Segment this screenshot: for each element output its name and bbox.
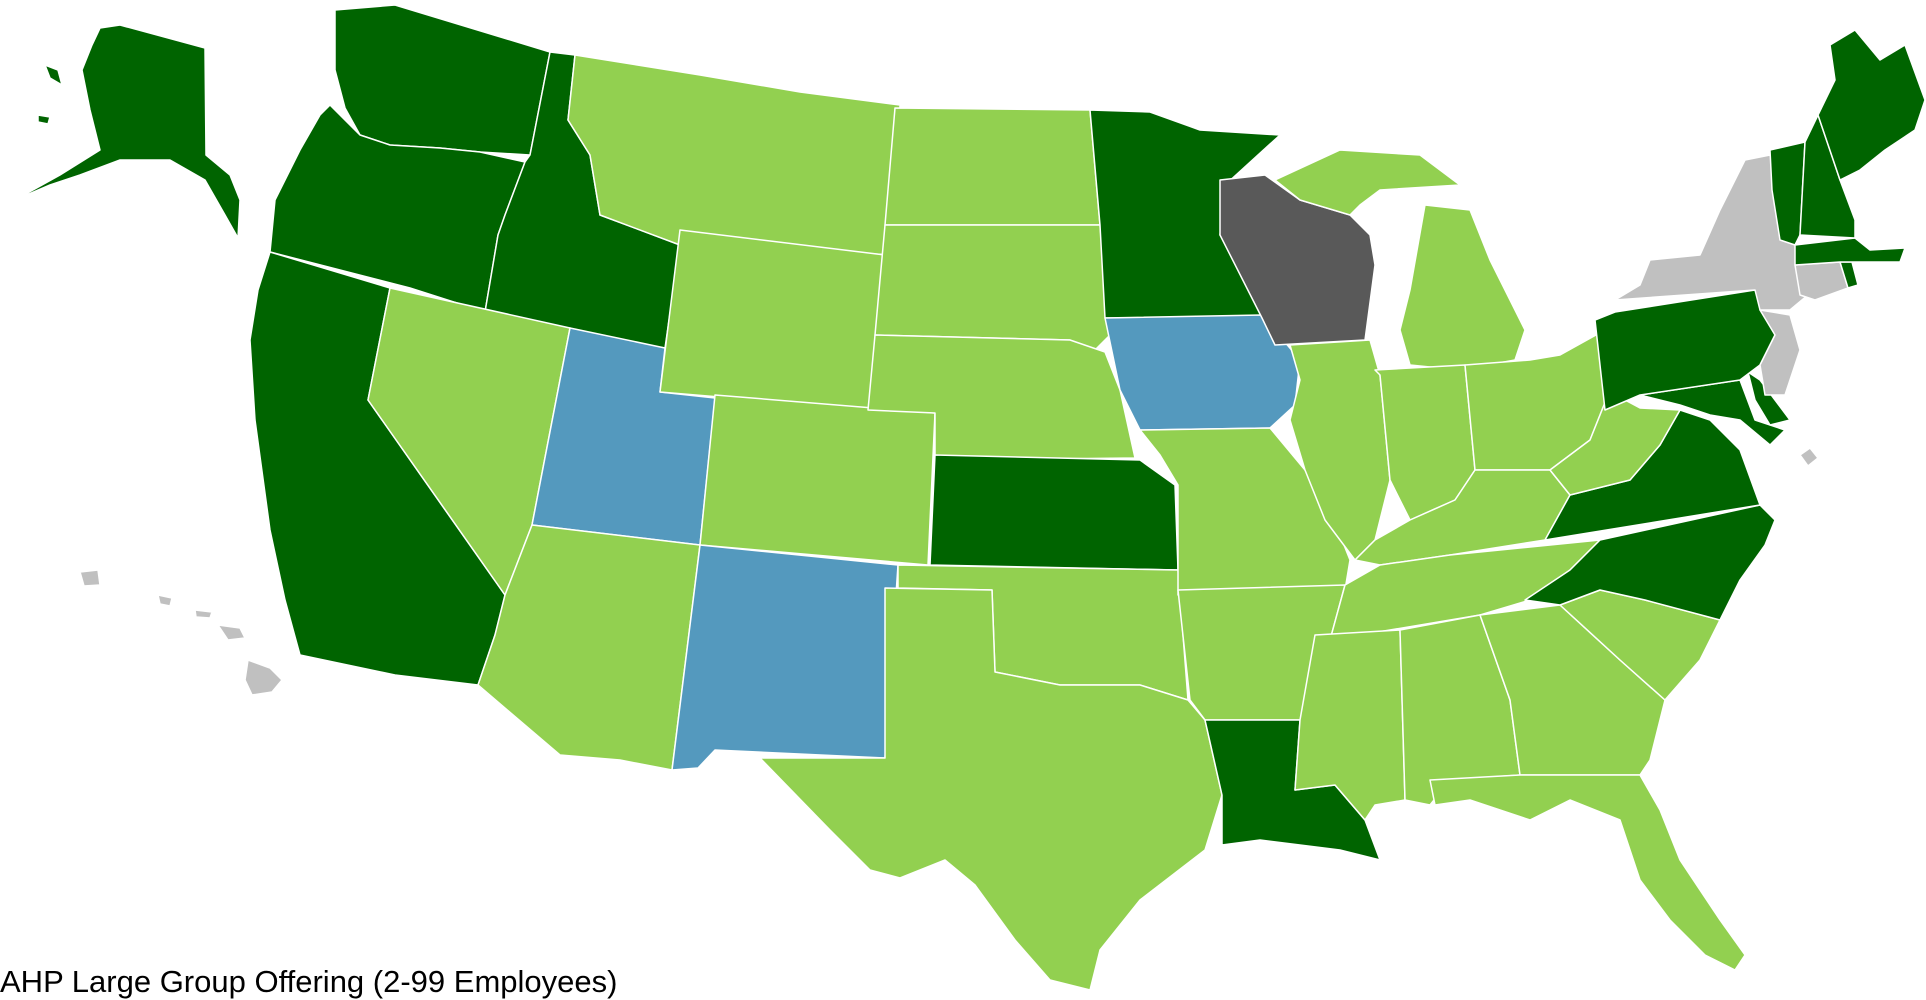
state-AK-island [37,114,51,125]
state-HI-big-island [244,659,283,696]
state-FL [1429,774,1746,971]
state-NC [1524,504,1776,621]
state-NM [671,544,899,771]
state-CT [1794,261,1849,301]
state-DE [1747,371,1791,426]
state-WA [334,4,551,156]
state-CO [699,394,936,566]
state-WI [1219,174,1376,346]
state-WY [659,229,886,411]
state-TX [759,587,1223,991]
state-AK [14,24,241,239]
state-HI-oahu [157,594,173,607]
legend-title: AHP Large Group Offering (2-99 Employees… [0,964,618,999]
state-HI-maui [217,624,246,641]
state-MD [1639,379,1786,446]
state-NJ [1759,309,1801,396]
state-AK-island [44,64,63,86]
state-HI-kauai [79,569,101,587]
state-NE [867,334,1136,461]
state-HI-molokai [194,609,213,619]
state-ME [1817,29,1926,181]
state-MI-lower [1399,204,1526,371]
state-ND [884,107,1101,226]
state-DC [1799,447,1819,467]
state-KS [929,454,1179,571]
state-MA [1794,237,1906,266]
state-MI [1274,149,1461,216]
